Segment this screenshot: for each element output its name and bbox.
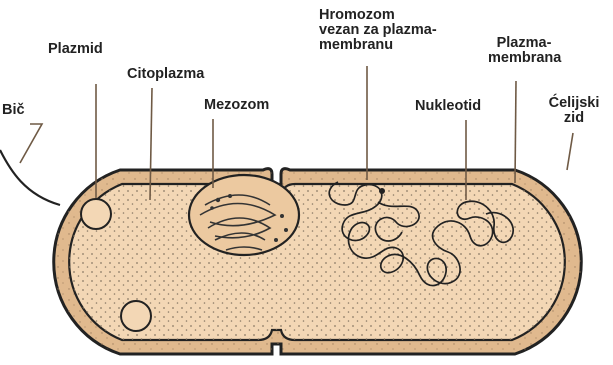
label-hromozom: Hromozom vezan za plazma- membranu [319, 8, 437, 53]
plasmid-upper [81, 199, 111, 229]
mesosome [189, 175, 299, 255]
label-plazmamembrana-line2: membrana [488, 51, 560, 66]
flagellum [0, 150, 60, 205]
label-plazmid: Plazmid [48, 42, 103, 57]
label-hromozom-line3: membranu [319, 38, 437, 53]
label-plazmamembrana-line1: Plazma- [488, 36, 560, 51]
label-mezozom: Mezozom [204, 98, 269, 113]
label-citoplazma: Citoplazma [127, 67, 204, 82]
label-plazmamembrana: Plazma- membrana [488, 36, 560, 66]
label-hromozom-line1: Hromozom [319, 8, 437, 23]
label-celijski-zid-line1: Ćelijski [538, 96, 610, 111]
label-celijski-zid: Ćelijski zid [538, 96, 610, 126]
label-bic: Bič [2, 103, 25, 118]
plasmid-lower [121, 301, 151, 331]
label-nukleotid: Nukleotid [415, 99, 481, 114]
label-hromozom-line2: vezan za plazma- [319, 23, 437, 38]
label-celijski-zid-line2: zid [538, 111, 610, 126]
